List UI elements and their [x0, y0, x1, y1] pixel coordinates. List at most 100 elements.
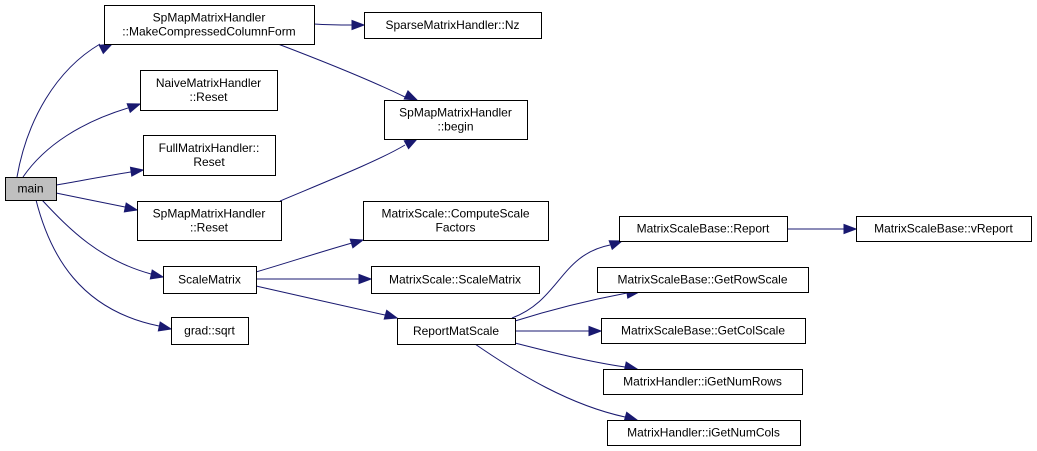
edge-main-to-spmap_reset — [55, 192, 139, 213]
node-label: MatrixScale::ScaleMatrix — [389, 273, 521, 287]
edge-mccf-to-begin — [277, 43, 419, 101]
arrowhead-icon — [126, 103, 142, 114]
edge-main-to-mccf — [16, 43, 114, 178]
node-box[interactable] — [104, 5, 315, 45]
node-reportmatscale[interactable]: ReportMatScale — [397, 318, 516, 345]
edge-spmap_reset-to-begin — [279, 138, 419, 202]
node-label: grad::sqrt — [184, 324, 235, 338]
edge-scalematrix-to-csf — [255, 238, 365, 273]
arrowhead-icon — [149, 269, 165, 280]
node-nz[interactable]: SparseMatrixHandler::Nz — [364, 12, 542, 39]
node-spmap-reset[interactable]: SpMapMatrixHandler::Reset — [137, 201, 282, 241]
node-label: Factors — [435, 221, 475, 235]
edge-line — [279, 144, 406, 202]
node-box[interactable] — [364, 12, 542, 39]
edge-line — [474, 343, 626, 418]
node-label: MatrixScaleBase::GetRowScale — [617, 273, 787, 287]
node-naive-reset[interactable]: NaiveMatrixHandler::Reset — [140, 70, 278, 111]
node-label: MatrixHandler::iGetNumRows — [623, 375, 782, 389]
node-label: ::Reset — [189, 90, 228, 104]
node-label: ::Reset — [190, 221, 229, 235]
node-label: MatrixHandler::iGetNumCols — [627, 426, 780, 440]
node-label: MatrixScaleBase::Report — [637, 222, 770, 236]
node-box[interactable] — [597, 267, 809, 293]
edge-main-to-naive_reset — [22, 103, 142, 178]
node-ms-scalematrix[interactable]: MatrixScale::ScaleMatrix — [371, 266, 540, 294]
node-box[interactable] — [603, 369, 803, 395]
node-label: ::begin — [437, 120, 473, 134]
node-box[interactable] — [5, 177, 57, 201]
node-box[interactable] — [619, 216, 788, 242]
node-main[interactable]: main — [5, 177, 57, 201]
edge-line — [514, 342, 626, 368]
node-label: ::MakeCompressedColumnForm — [122, 25, 295, 39]
arrowhead-icon — [403, 138, 419, 150]
node-label: MatrixScaleBase::vReport — [874, 222, 1013, 236]
arrowhead-icon — [843, 223, 858, 235]
node-label: SpMapMatrixHandler — [399, 106, 512, 120]
node-box[interactable] — [371, 266, 540, 294]
node-label: SparseMatrixHandler::Nz — [385, 18, 519, 32]
node-label: ReportMatScale — [413, 324, 499, 338]
node-numrows[interactable]: MatrixHandler::iGetNumRows — [603, 369, 803, 395]
edge-main-to-full_reset — [55, 166, 145, 186]
edge-main-to-sqrt — [35, 199, 173, 332]
arrowhead-icon — [349, 238, 365, 249]
edge-line — [55, 192, 126, 208]
node-report[interactable]: MatrixScaleBase::Report — [619, 216, 788, 242]
node-getcolscale[interactable]: MatrixScaleBase::GetColScale — [601, 318, 806, 344]
node-label: MatrixScaleBase::GetColScale — [621, 324, 785, 338]
node-box[interactable] — [363, 201, 549, 241]
edge-line — [55, 171, 132, 186]
node-full-reset[interactable]: FullMatrixHandler::Reset — [143, 135, 276, 176]
node-box[interactable] — [143, 135, 276, 176]
arrowhead-icon — [351, 19, 366, 31]
edge-line — [35, 199, 160, 327]
edge-line — [41, 199, 152, 275]
edge-line — [313, 23, 353, 26]
node-box[interactable] — [171, 317, 249, 345]
node-label: main — [17, 182, 43, 196]
node-numcols[interactable]: MatrixHandler::iGetNumCols — [607, 420, 801, 446]
arrowhead-icon — [383, 309, 399, 320]
node-box[interactable] — [140, 70, 278, 111]
edge-line — [16, 43, 101, 178]
node-box[interactable] — [856, 216, 1032, 242]
node-box[interactable] — [384, 100, 528, 140]
node-sqrt[interactable]: grad::sqrt — [171, 317, 249, 345]
edge-reportmatscale-to-getcolscale — [515, 325, 603, 337]
node-getrowscale[interactable]: MatrixScaleBase::GetRowScale — [597, 267, 809, 293]
node-label: SpMapMatrixHandler — [153, 207, 266, 221]
arrowhead-icon — [98, 43, 114, 55]
node-begin[interactable]: SpMapMatrixHandler::begin — [384, 100, 528, 140]
node-label: MatrixScale::ComputeScale — [381, 207, 529, 221]
edge-scalematrix-to-reportmatscale — [255, 285, 399, 320]
arrowhead-icon — [123, 202, 139, 213]
edge-line — [277, 43, 406, 98]
node-vreport[interactable]: MatrixScaleBase::vReport — [856, 216, 1032, 242]
node-label: Reset — [193, 155, 225, 169]
node-label: ScaleMatrix — [178, 273, 241, 287]
arrowhead-icon — [157, 321, 173, 332]
node-box[interactable] — [163, 266, 257, 294]
edge-main-to-scalematrix — [41, 199, 165, 280]
edge-reportmatscale-to-numrows — [514, 342, 639, 372]
node-label: NaiveMatrixHandler — [156, 76, 261, 90]
arrowhead-icon — [358, 273, 373, 285]
node-box[interactable] — [137, 201, 282, 241]
edges-layer — [16, 19, 858, 422]
node-box[interactable] — [397, 318, 516, 345]
arrowhead-icon — [403, 90, 419, 101]
arrowhead-icon — [608, 240, 624, 251]
edge-line — [511, 244, 611, 319]
edge-line — [255, 285, 386, 316]
arrowhead-icon — [623, 411, 639, 422]
node-scalematrix[interactable]: ScaleMatrix — [163, 266, 257, 294]
node-box[interactable] — [607, 420, 801, 446]
arrowhead-icon — [129, 166, 145, 177]
edge-mccf-to-nz — [313, 19, 366, 31]
node-mccf[interactable]: SpMapMatrixHandler::MakeCompressedColumn… — [104, 5, 315, 45]
node-box[interactable] — [601, 318, 806, 344]
